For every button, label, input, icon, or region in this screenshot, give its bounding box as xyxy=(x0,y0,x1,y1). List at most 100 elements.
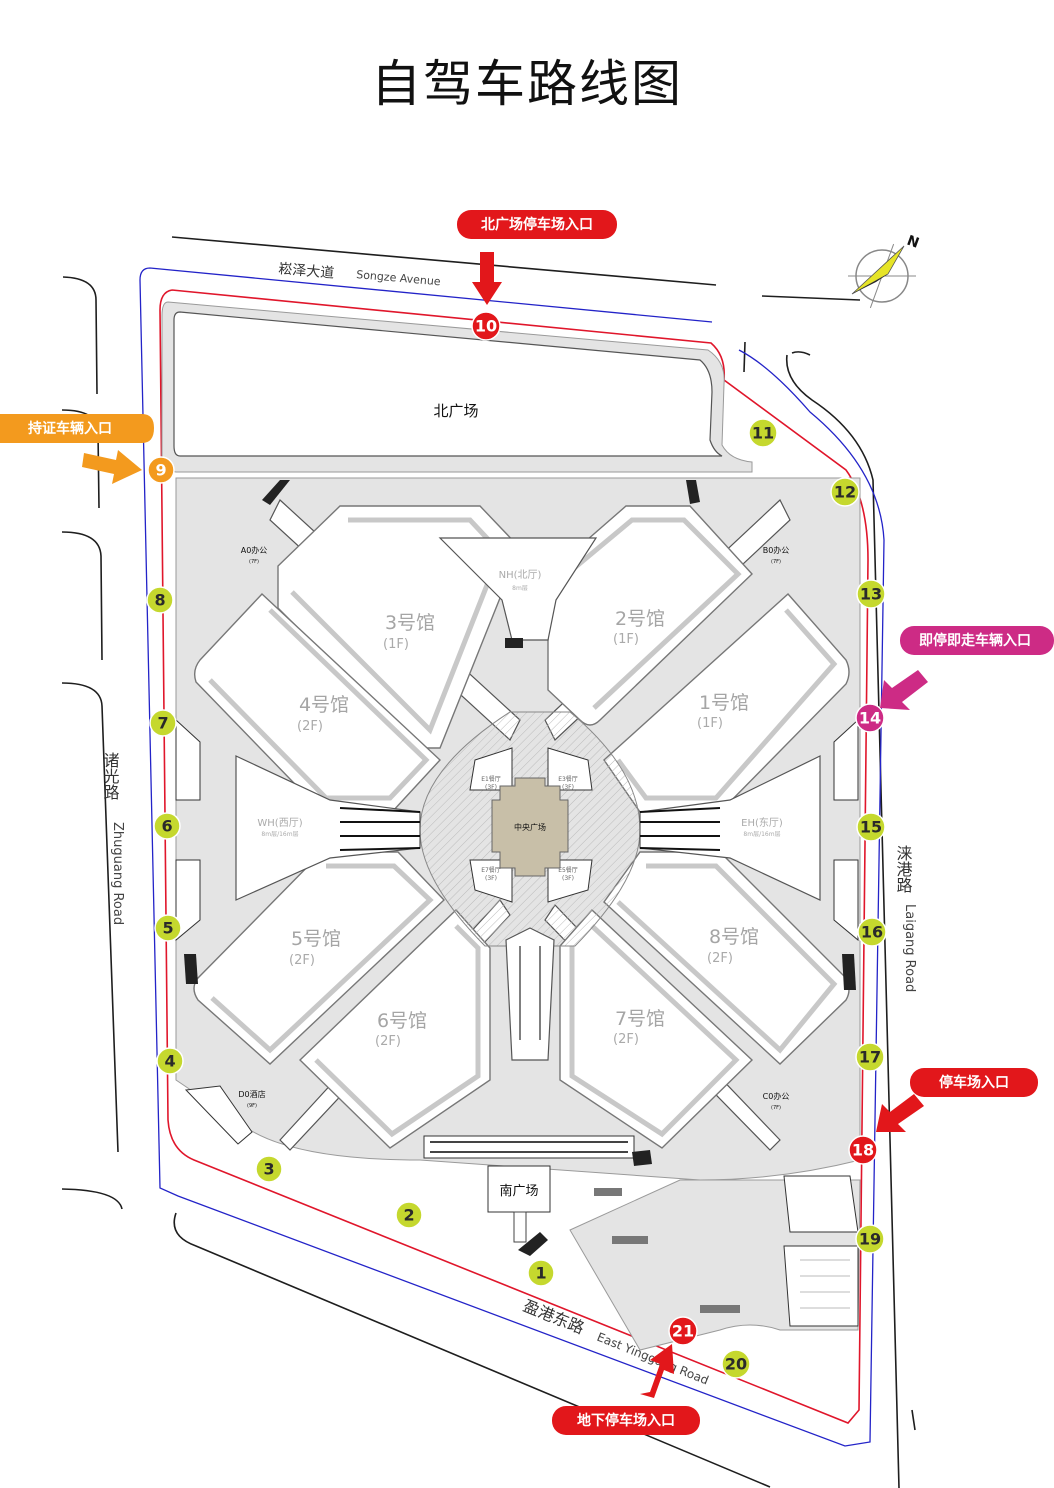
north-plaza xyxy=(173,311,723,457)
road-west-zh: 诸光路 xyxy=(101,752,120,800)
central-mini-halls: E1餐厅 (3F) E3餐厅 (3F) E7餐厅 (3F) E5餐厅 (3F) xyxy=(469,747,593,903)
svg-text:11: 11 xyxy=(752,424,774,443)
compass-north-label: N xyxy=(905,233,921,252)
east-hall-sub: 8m层/16m层 xyxy=(743,831,780,838)
west-block-4 xyxy=(61,682,119,1153)
svg-text:即停即走车辆入口: 即停即走车辆入口 xyxy=(919,632,1031,649)
gate-21: 21 xyxy=(668,1316,698,1346)
svg-text:10: 10 xyxy=(475,317,497,336)
svg-text:2: 2 xyxy=(403,1206,414,1225)
gate-20: 20 xyxy=(721,1349,751,1379)
page-title: 自驾车路线图 xyxy=(371,55,683,113)
gate-15: 15 xyxy=(856,812,886,842)
west-hall-sub: 8m层/16m层 xyxy=(261,831,298,838)
callout-underground-parking: 地下停车场入口 xyxy=(552,1344,700,1435)
gate-17: 17 xyxy=(855,1042,885,1072)
hall-1-name: 1号馆 xyxy=(699,692,749,714)
north-hall: NH(北厅) 8m层 xyxy=(438,537,598,648)
hall-7-floor: (2F) xyxy=(613,1032,639,1047)
svg-text:20: 20 xyxy=(725,1355,747,1374)
south-boulevard xyxy=(505,927,555,1061)
svg-text:3: 3 xyxy=(263,1160,274,1179)
callout-credential-vehicle: 持证车辆入口 xyxy=(0,414,154,484)
callout-drop-off: 即停即走车辆入口 xyxy=(880,626,1054,710)
compass-icon: N xyxy=(848,233,921,309)
svg-text:北广场停车场入口: 北广场停车场入口 xyxy=(481,216,593,233)
road-east-en: Laigang Road xyxy=(902,904,917,992)
svg-text:21: 21 xyxy=(672,1322,694,1341)
svg-text:15: 15 xyxy=(860,818,882,837)
west-block-5 xyxy=(61,1188,123,1210)
mini-hall-e3: E3餐厅 xyxy=(558,775,578,783)
hall-2-name: 2号馆 xyxy=(615,608,665,630)
svg-text:地下停车场入口: 地下停车场入口 xyxy=(577,1412,675,1429)
mini-hall-e7: E7餐厅 xyxy=(481,866,501,874)
south-plaza-label: 南广场 xyxy=(499,1183,538,1199)
gate-1: 1 xyxy=(527,1259,555,1287)
central-building xyxy=(491,777,569,877)
west-block-3 xyxy=(61,531,103,661)
road-south-zh: 盈港东路 xyxy=(521,1296,587,1338)
gate-19: 19 xyxy=(855,1224,885,1254)
gate-2: 2 xyxy=(395,1201,423,1229)
gate-10: 10 xyxy=(471,311,501,341)
outer-boundary-blue xyxy=(139,267,885,1447)
svg-text:17: 17 xyxy=(859,1048,881,1067)
road-north-zh: 崧泽大道 xyxy=(278,261,335,282)
laigang-road-outer-end xyxy=(911,1409,916,1431)
svg-text:9: 9 xyxy=(155,461,166,480)
office-c0-floor: (7F) xyxy=(771,1105,781,1111)
north-hall-sub: 8m层 xyxy=(512,585,528,592)
callout-north-parking: 北广场停车场入口 xyxy=(457,210,617,305)
svg-text:12: 12 xyxy=(834,483,856,502)
east-hall-label: EH(东厅) xyxy=(741,816,783,829)
hall-2-floor: (1F) xyxy=(613,632,639,647)
gate-16: 16 xyxy=(857,917,887,947)
office-a0-floor: (7F) xyxy=(249,559,259,565)
laigang-curve xyxy=(791,351,811,356)
gate-9: 9 xyxy=(147,456,175,484)
north-hall-label: NH(北厅) xyxy=(499,569,542,581)
gate-18: 18 xyxy=(848,1135,878,1165)
songze-avenue-east-edge xyxy=(761,295,861,301)
west-hall-label: WH(西厅) xyxy=(257,818,302,829)
svg-text:7: 7 xyxy=(157,714,168,733)
mini-hall-e5: E5餐厅 xyxy=(558,866,578,874)
mini-hall-e1-floor: (3F) xyxy=(485,784,497,791)
office-a0-label: A0办公 xyxy=(241,545,268,555)
west-hall-connector: WH(西厅) 8m层/16m层 xyxy=(235,755,421,901)
svg-text:6: 6 xyxy=(161,817,172,836)
hall-8-name: 8号馆 xyxy=(709,926,759,948)
gate-13: 13 xyxy=(856,579,886,609)
office-c0-label: C0办公 xyxy=(763,1091,790,1101)
hall-3-name: 3号馆 xyxy=(385,612,435,634)
road-east-zh: 涞港路 xyxy=(894,845,913,893)
office-buildings: A0办公 (7F) B0办公 (7F) C0办公 (7F) D0酒店 (9F) xyxy=(175,480,859,1256)
south-plaza-area: 南广场 xyxy=(423,1135,635,1243)
callout-parking: 停车场入口 xyxy=(876,1068,1038,1132)
hall-5-name: 5号馆 xyxy=(291,928,341,950)
hall-1-floor: (1F) xyxy=(697,716,723,731)
svg-text:18: 18 xyxy=(852,1141,874,1160)
gate-8: 8 xyxy=(146,586,174,614)
office-b0-label: B0办公 xyxy=(763,545,790,555)
songze-avenue-north-edge xyxy=(171,236,717,286)
outer-streets xyxy=(61,236,916,1488)
gate-4: 4 xyxy=(156,1047,184,1075)
svg-text:16: 16 xyxy=(861,923,883,942)
hall-4-name: 4号馆 xyxy=(299,694,349,716)
mini-hall-e1: E1餐厅 xyxy=(481,775,501,783)
south-east-parking xyxy=(569,1175,861,1351)
svg-text:停车场入口: 停车场入口 xyxy=(939,1074,1009,1091)
yinggang-road-south-edge xyxy=(173,1212,771,1488)
gate-14: 14 xyxy=(855,703,885,733)
hall-6-floor: (2F) xyxy=(375,1034,401,1049)
gate-7: 7 xyxy=(149,709,177,737)
laigang-road-stub xyxy=(743,341,746,373)
laigang-road-inner-edge xyxy=(785,354,900,1488)
hall-5-floor: (2F) xyxy=(289,953,315,968)
hotel-d0-floor: (9F) xyxy=(247,1103,257,1109)
hall-labels: 3号馆 (1F) 2号馆 (1F) 4号馆 (2F) 1号馆 (1F) 5号馆 … xyxy=(289,608,759,1049)
svg-text:8: 8 xyxy=(154,591,165,610)
